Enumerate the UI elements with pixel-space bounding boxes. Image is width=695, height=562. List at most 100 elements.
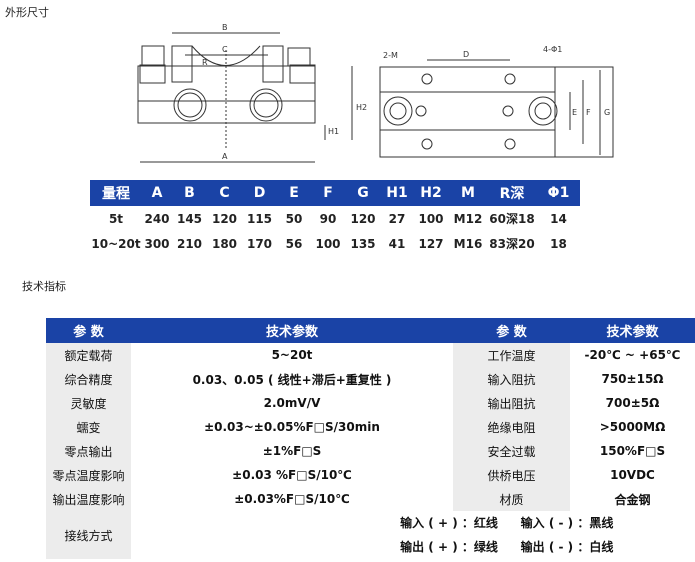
table-cell: 240 [144, 211, 170, 226]
label-C: C [222, 45, 228, 54]
wire-color: 输出 ( + ) ：绿线 [400, 540, 498, 554]
spec-param: 综合精度 [46, 367, 131, 391]
spec-value: 750±15Ω [601, 372, 664, 386]
header-cell: 参 数 [46, 318, 131, 343]
spec-value: ±0.03%F□S/10℃ [234, 492, 350, 506]
spec-value: 0.03、0.05 ( 线性+滞后+重复性 ) [192, 372, 392, 387]
spec-value: 2.0mV/V [263, 396, 321, 410]
table-cell: M16 [453, 236, 483, 251]
table-cell: 56 [285, 236, 303, 251]
spec-header-row: 参 数 技术参数 参 数 技术参数 [46, 318, 695, 343]
header-cell: A [142, 180, 172, 206]
spec-param: 零点温度影响 [46, 463, 131, 487]
spec-value: 700±5Ω [605, 396, 660, 410]
label-R: R [202, 58, 208, 67]
label-H2: H2 [356, 103, 367, 112]
table-row: 额定载荷 5~20t 工作温度 -20℃ ~ +65℃ [46, 343, 695, 367]
spec-param: 蠕变 [46, 415, 131, 439]
table-cell: 115 [246, 211, 273, 226]
header-cell: 技术参数 [570, 318, 695, 343]
spec-param: 输出温度影响 [46, 487, 131, 511]
table-cell: 180 [211, 236, 238, 251]
spec-param: 接线方式 [46, 511, 131, 559]
header-cell: M [449, 180, 487, 206]
wire-color: 输入 ( + ) ：红线 [400, 516, 498, 530]
label-E: E [572, 108, 577, 117]
table-cell: 170 [246, 236, 273, 251]
header-cell: B [172, 180, 207, 206]
label-B: B [222, 23, 228, 32]
spec-value: 150%F□S [599, 444, 666, 458]
table-cell: 210 [176, 236, 203, 251]
spec-param: 输出阻抗 [453, 391, 570, 415]
table-row: 灵敏度 2.0mV/V 输出阻抗 700±5Ω [46, 391, 695, 415]
dimension-drawing: B C R A H2 H1 D 2-M 4-Φ1 E F G [137, 23, 614, 163]
table-cell: 127 [418, 236, 444, 251]
table-cell: 60深18 [489, 212, 535, 226]
spec-param: 灵敏度 [46, 391, 131, 415]
header-cell: 参 数 [453, 318, 570, 343]
table-cell: 300 [144, 236, 170, 251]
spec-param: 供桥电压 [453, 463, 570, 487]
label-D: D [463, 50, 469, 59]
spec-value: >5000MΩ [599, 420, 666, 434]
table-cell: 135 [350, 236, 376, 251]
section-title-specs: 技术指标 [22, 280, 66, 293]
table-cell: 50 [285, 211, 303, 226]
label-G: G [604, 108, 610, 117]
table-cell: M12 [453, 211, 483, 226]
spec-param: 零点输出 [46, 439, 131, 463]
spec-value: ±0.03~±0.05%F□S/30min [204, 420, 380, 434]
spec-param: 材质 [453, 487, 570, 511]
table-row: 输出温度影响 ±0.03%F□S/10℃ 材质 合金钢 [46, 487, 695, 511]
spec-table: 参 数 技术参数 参 数 技术参数 额定载荷 5~20t 工作温度 -20℃ ~ +6… [46, 318, 695, 559]
wire-color: 输入 ( - ) ：黑线 [520, 516, 614, 530]
spec-param: 输入阻抗 [453, 367, 570, 391]
spec-param: 额定载荷 [46, 343, 131, 367]
table-cell: 100 [315, 236, 341, 251]
table-cell: 14 [550, 211, 567, 226]
label-A: A [222, 152, 228, 161]
table-row: 综合精度 0.03、0.05 ( 线性+滞后+重复性 ) 输入阻抗 750±15Ω [46, 367, 695, 391]
spec-param: 工作温度 [453, 343, 570, 367]
side-view: B C R A H2 H1 [137, 23, 367, 163]
spec-value: ±0.03 %F□S/10℃ [232, 468, 352, 482]
top-view: D 2-M 4-Φ1 E F G [379, 45, 614, 158]
table-cell: 18 [550, 236, 567, 251]
wiring-row: 接线方式 输入 ( + ) ：红线 输入 ( - ) ：黑线输出 ( + ) ：绿线… [46, 511, 695, 559]
header-cell: R深 [487, 180, 537, 206]
table-cell: 5t [108, 211, 124, 226]
table-cell: 100 [418, 211, 444, 226]
header-cell: E [277, 180, 311, 206]
table-cell: 90 [319, 211, 337, 226]
table-cell: 83深20 [489, 237, 535, 251]
spec-value: 合金钢 [614, 492, 651, 507]
table-cell: 145 [176, 211, 203, 226]
table-cell: 120 [211, 211, 238, 226]
header-cell: Φ1 [537, 180, 580, 206]
dimensions-table: 量程 A B C D E F G H1 H2 M R深 Φ1 5t 240 145 1… [90, 180, 580, 256]
header-cell: D [242, 180, 277, 206]
spec-value: 5~20t [271, 348, 313, 362]
header-cell: H1 [381, 180, 413, 206]
section-title-dimensions: 外形尺寸 [5, 6, 49, 19]
header-cell: H2 [413, 180, 449, 206]
spec-param: 绝缘电阻 [453, 415, 570, 439]
header-cell: G [345, 180, 381, 206]
spec-value: -20℃ ~ +65℃ [584, 348, 681, 362]
table-row: 5t 240 145 120 115 50 90 120 27 100 M12 60深18 14 [90, 206, 580, 231]
wiring-value: 输入 ( + ) ：红线输入 ( - ) ：黑线输出 ( + ) ：绿线输出 (… [131, 511, 695, 559]
header-cell: 技术参数 [131, 318, 453, 343]
header-cell: C [207, 180, 242, 206]
label-H1: H1 [328, 127, 339, 136]
table-cell: 120 [350, 211, 376, 226]
label-2M: 2-M [383, 51, 398, 60]
label-F: F [586, 108, 591, 117]
header-cell: 量程 [90, 180, 142, 206]
table-cell: 41 [388, 236, 406, 251]
table-cell: 27 [388, 211, 406, 226]
header-cell: F [311, 180, 345, 206]
